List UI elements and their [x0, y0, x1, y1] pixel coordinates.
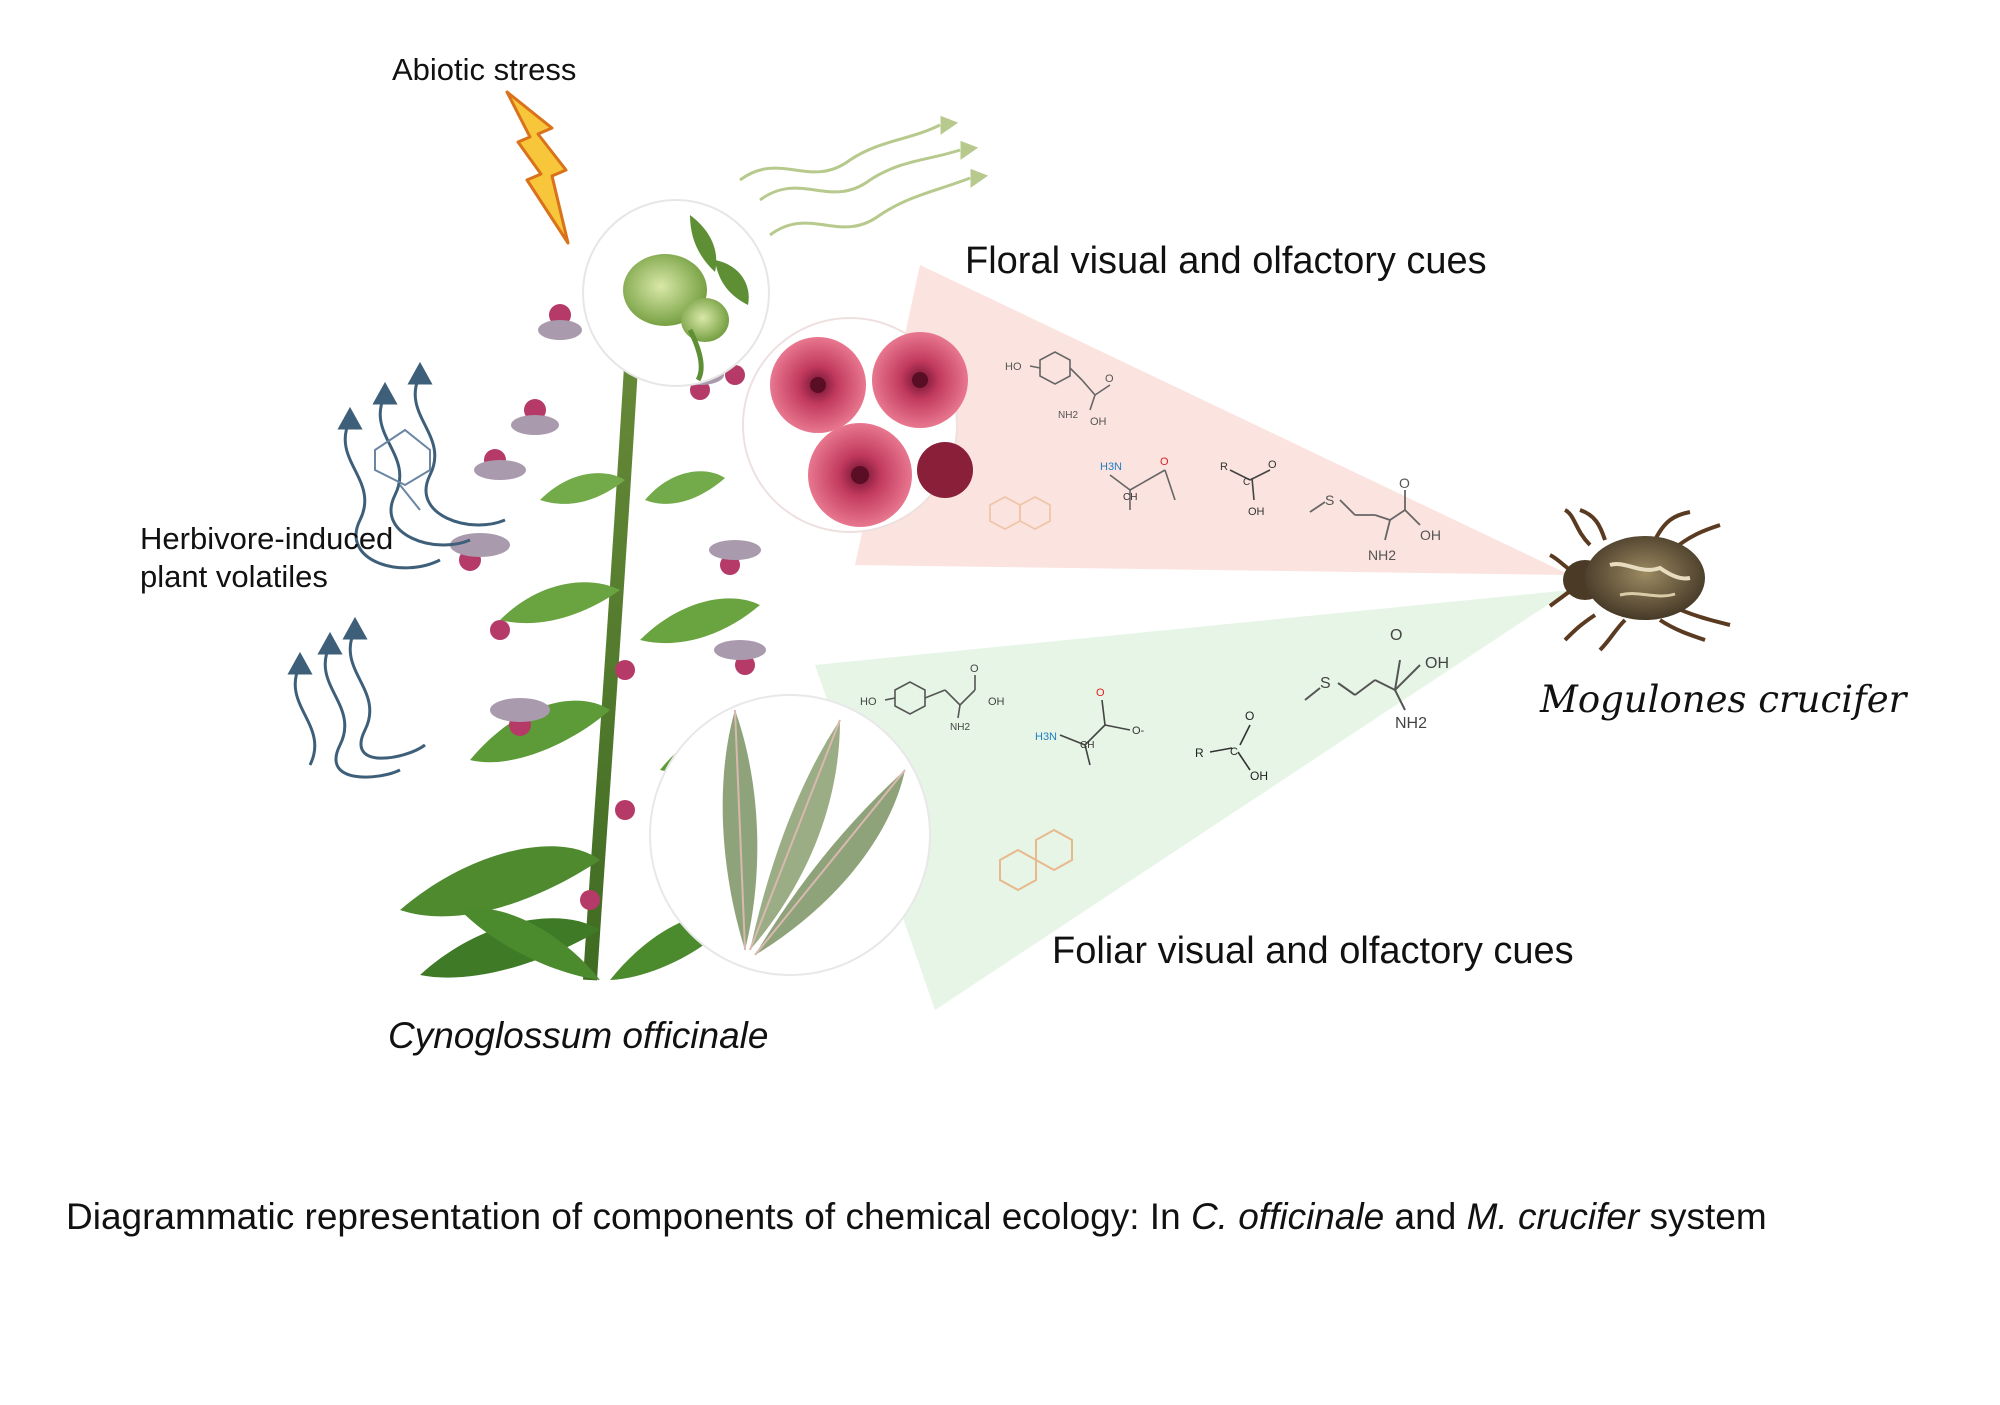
figure-caption: Diagrammatic representation of component…	[66, 1196, 1767, 1238]
mol-oh-4: OH	[988, 696, 1005, 708]
mol-h3n-1: H3N	[1100, 461, 1122, 473]
mol-oh-6: OH	[1425, 655, 1449, 672]
mol-o-4: O	[1399, 475, 1410, 491]
caption-suffix: system	[1639, 1196, 1767, 1237]
caption-prefix: Diagrammatic representation of component…	[66, 1196, 1191, 1237]
mol-oh-5: OH	[1250, 769, 1268, 783]
herbivore-label-line1: Herbivore-induced	[140, 521, 394, 556]
mol-oh-1: OH	[1090, 416, 1107, 428]
mol-nh2-2: NH2	[1368, 547, 1396, 563]
mol-oh-3: OH	[1420, 527, 1441, 543]
mol-r-2: R	[1195, 746, 1204, 760]
foliar-cues-label: Foliar visual and olfactory cues	[1052, 930, 1574, 972]
mol-o-minus-1: O-	[1132, 725, 1145, 737]
caption-species1: C. officinale	[1190, 1196, 1385, 1237]
mol-ch-2: CH	[1080, 740, 1094, 751]
leaves-circle	[649, 694, 931, 976]
mol-ho-2: HO	[860, 696, 877, 708]
mol-o-5: O	[970, 663, 979, 675]
beetle-illustration	[1548, 508, 1731, 652]
insect-species-label: Mogulones crucifer	[1540, 678, 1907, 721]
herbivore-volatile-waves-upper	[337, 361, 506, 570]
foliar-molecule-methionine: S O OH NH2	[1304, 627, 1449, 732]
flower-circle	[742, 317, 973, 533]
mol-ch-1: CH	[1123, 492, 1137, 503]
mol-o-6: O	[1096, 687, 1105, 699]
caption-middle: and	[1384, 1196, 1467, 1237]
herbivore-label-line2: plant volatiles	[140, 559, 328, 594]
foliar-cue-cone	[815, 590, 1570, 1010]
herbivore-volatile-waves-lower	[287, 616, 426, 779]
lightning-icon	[505, 90, 570, 245]
mol-o-1: O	[1105, 373, 1114, 385]
mol-c-1: C	[1243, 477, 1250, 488]
floral-molecule-methionine: S O OH NH2	[1309, 475, 1441, 563]
abiotic-stress-label: Abiotic stress	[392, 52, 577, 87]
seed-head-circle	[582, 199, 770, 387]
floral-molecule-amine: H3N CH O	[1100, 456, 1176, 510]
mol-o-7: O	[1245, 709, 1254, 723]
floral-molecule-acid: R C O OH	[1220, 459, 1277, 518]
foliar-molecule-amine: H3N CH O O-	[1035, 687, 1145, 766]
mol-nh2-1: NH2	[1058, 410, 1078, 421]
foliar-molecule-naphthalene	[999, 828, 1073, 892]
mol-nh2-3: NH2	[950, 722, 970, 733]
foliar-molecule-acid: R C O OH	[1195, 709, 1268, 783]
mol-h3n-2: H3N	[1035, 731, 1057, 743]
plant-species-label: Cynoglossum officinale	[388, 1015, 769, 1056]
mol-ho-1: HO	[1005, 361, 1022, 373]
floral-cue-cone	[855, 265, 1570, 575]
mol-nh2-4: NH2	[1395, 715, 1427, 732]
floral-molecule-tyrosine: HO O OH NH2	[1005, 351, 1114, 428]
floral-volatile-waves	[739, 115, 989, 237]
herbivore-volatiles-label: Herbivore-induced plant volatiles	[140, 520, 393, 596]
caption-species2: M. crucifer	[1466, 1196, 1640, 1237]
mol-s-1: S	[1325, 492, 1334, 508]
plant-illustration	[400, 299, 800, 981]
mol-o-3: O	[1268, 459, 1277, 471]
mol-s-2: S	[1320, 675, 1331, 692]
mol-oh-2: OH	[1248, 506, 1265, 518]
foliar-molecule-tyrosine: HO O OH NH2	[860, 663, 1005, 733]
floral-cues-label: Floral visual and olfactory cues	[965, 240, 1487, 282]
mol-c-2: C	[1230, 746, 1238, 758]
mol-o-2: O	[1160, 456, 1169, 468]
floral-molecule-naphthalene	[989, 495, 1051, 531]
mol-r-1: R	[1220, 461, 1228, 473]
mol-o-8: O	[1390, 627, 1402, 644]
